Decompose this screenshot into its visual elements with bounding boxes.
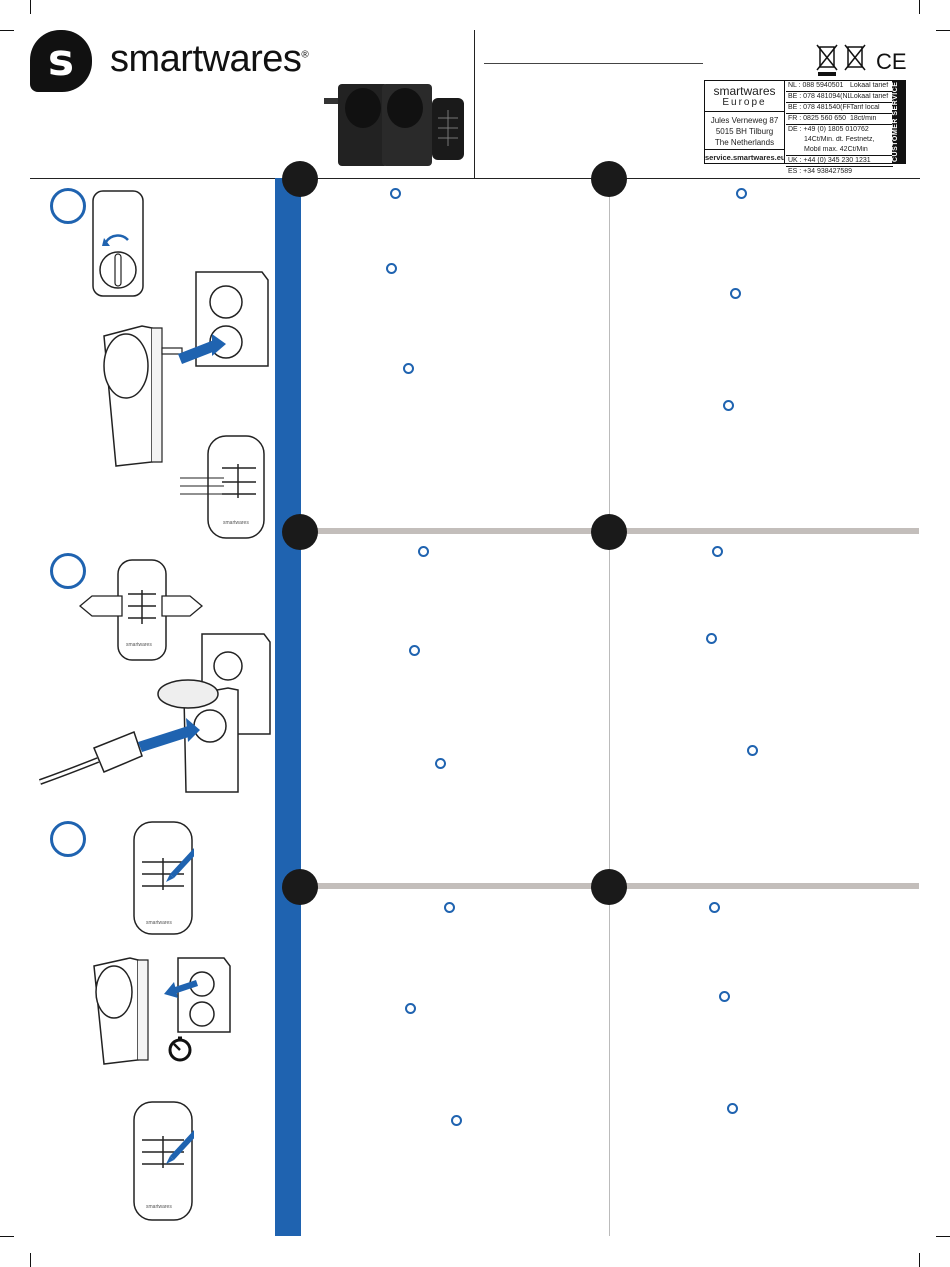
plug-into-switch-illustration: [38, 633, 271, 793]
dial-illustration: [92, 190, 144, 297]
phone-row: BE : 078 481094(NL)Lokaal tarief: [786, 92, 893, 103]
column-divider: [609, 190, 610, 1236]
step-marker: [591, 514, 627, 550]
unplug-illustration: [93, 957, 231, 1065]
crop-mark: [936, 30, 950, 31]
phone-row: 14Ct/Min. dt. Festnetz,: [804, 136, 875, 143]
phone-row: DE : +49 (0) 1805 010762: [788, 126, 869, 133]
crop-mark: [30, 0, 31, 14]
phone-row: BE : 078 481540(FR)Tarif local: [786, 103, 893, 114]
phone-row: ES : +34 938427589: [788, 168, 853, 175]
remote-brand-label: smartwares: [146, 1204, 172, 1210]
brand-wordmark: smartwares®: [110, 38, 309, 81]
product-image: [324, 84, 464, 166]
remote-pairing-illustration: smartwares: [78, 559, 204, 661]
header-bottom-rule: [30, 178, 920, 179]
crop-mark: [936, 1236, 950, 1237]
bullet-marker: [747, 745, 758, 756]
crop-mark: [0, 30, 14, 31]
crop-mark: [919, 0, 920, 14]
step-circle-1: [50, 188, 86, 224]
weee-ce-marks: CE: [816, 44, 907, 76]
service-region: Europe: [722, 97, 767, 108]
step-marker: [282, 869, 318, 905]
step-marker: [591, 161, 627, 197]
crop-mark: [30, 1253, 31, 1267]
bullet-marker: [719, 991, 730, 1002]
bullet-marker: [451, 1115, 462, 1126]
bullet-marker: [712, 546, 723, 557]
ce-mark: CE: [876, 49, 907, 74]
address-line: The Netherlands: [714, 138, 775, 147]
bullet-marker: [409, 645, 420, 656]
brand-name: smartwares: [110, 38, 302, 80]
step-marker: [282, 161, 318, 197]
customer-service-label: CUSTOMER SERVICE: [892, 81, 905, 163]
address-line: Jules Verneweg 87: [710, 116, 779, 125]
bullet-marker: [727, 1103, 738, 1114]
logo-letter: s: [47, 35, 75, 86]
bullet-marker: [709, 902, 720, 913]
bullet-marker: [435, 758, 446, 769]
blue-side-bar: [275, 178, 301, 1236]
service-brand: smartwares: [713, 84, 776, 98]
brand-logo: s: [30, 30, 92, 92]
bullet-marker: [405, 1003, 416, 1014]
bullet-marker: [723, 400, 734, 411]
plug-into-socket-illustration: [103, 271, 269, 467]
phone-row: UK : +44 (0) 345 230 1231: [786, 156, 893, 167]
bullet-marker: [736, 188, 747, 199]
bullet-marker: [730, 288, 741, 299]
bullet-marker: [444, 902, 455, 913]
bullet-marker: [386, 263, 397, 274]
remote-illustration: smartwares: [180, 435, 265, 539]
remote-brand-label: smartwares: [146, 920, 172, 926]
crop-mark: [919, 1253, 920, 1267]
title-rule: [484, 63, 703, 64]
bullet-marker: [390, 188, 401, 199]
step-marker: [282, 514, 318, 550]
step-circle-2: [50, 553, 86, 589]
crop-mark: [0, 1236, 14, 1237]
remote-press-illustration: smartwares: [133, 821, 194, 935]
address-line: 5015 BH Tilburg: [715, 127, 774, 136]
bullet-marker: [403, 363, 414, 374]
step-circle-3: [50, 821, 86, 857]
step-marker: [591, 869, 627, 905]
service-website: service.smartwares.eu: [705, 152, 786, 162]
weee-battery-icon: [844, 44, 866, 71]
bullet-marker: [706, 633, 717, 644]
service-address: smartwares Europe Jules Verneweg 87 5015…: [705, 81, 785, 163]
header-divider: [474, 30, 475, 178]
remote-press-illustration-2: smartwares: [133, 1101, 194, 1221]
weee-bin-icon: [816, 44, 838, 76]
brand-registered-mark: ®: [301, 49, 309, 61]
phone-row: Mobil max. 42Ct/Min: [786, 145, 893, 156]
remote-brand-label: smartwares: [223, 520, 249, 526]
timer-icon: [168, 1036, 192, 1062]
remote-brand-label: smartwares: [126, 642, 152, 648]
customer-service-box: smartwares Europe Jules Verneweg 87 5015…: [704, 80, 906, 175]
bullet-marker: [418, 546, 429, 557]
